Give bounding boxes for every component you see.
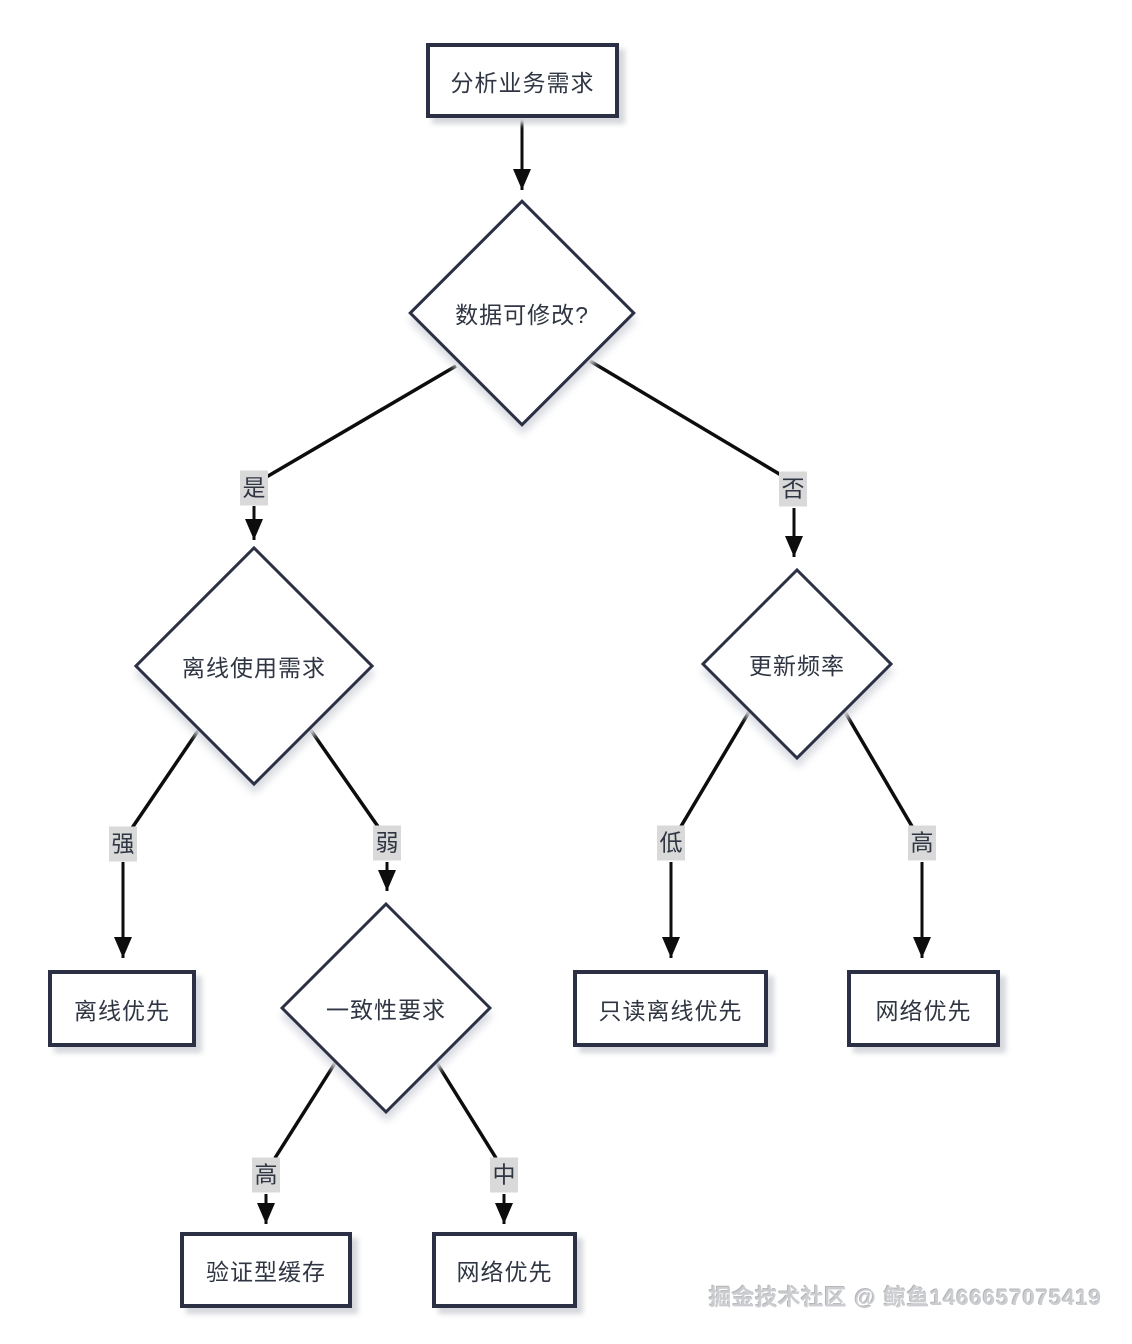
decision-offline-need-label: 离线使用需求 (182, 655, 326, 681)
node-analyze-requirements: 分析业务需求 (426, 43, 619, 118)
node-network-first-bottom: 网络优先 (432, 1232, 577, 1308)
decision-offline-need: 离线使用需求 (133, 545, 375, 787)
node-network-first-right: 网络优先 (847, 970, 1000, 1047)
edge-modifiable-yes-branch (262, 364, 457, 481)
edge-update-freq-high-branch (843, 711, 915, 829)
branch-label-medium: 中 (490, 1157, 518, 1193)
node-validate-cache-label: 验证型缓存 (206, 1259, 326, 1285)
node-offline-first: 离线优先 (48, 970, 196, 1047)
node-validate-cache: 验证型缓存 (180, 1232, 352, 1308)
node-offline-first-label: 离线优先 (74, 997, 170, 1024)
edge-offline-need-weak-branch (301, 717, 381, 830)
edge-update-freq-low-branch (678, 711, 751, 829)
decision-data-modifiable: 数据可修改? (408, 198, 636, 428)
branch-label-no: 否 (779, 471, 807, 507)
decision-update-frequency: 更新频率 (700, 567, 894, 761)
branch-label-yes: 是 (240, 470, 268, 506)
decision-consistency-label: 一致性要求 (326, 997, 446, 1023)
edge-modifiable-no-branch (589, 359, 787, 480)
decision-data-modifiable-label: 数据可修改? (455, 302, 589, 328)
edge-offline-need-strong-branch (130, 718, 208, 829)
decision-consistency: 一致性要求 (279, 899, 493, 1117)
node-analyze-requirements-label: 分析业务需求 (450, 69, 595, 96)
node-network-first-bottom-label: 网络优先 (456, 1259, 553, 1285)
node-readonly-offline-first: 只读离线优先 (573, 970, 768, 1047)
watermark-text: 掘金技术社区 @ 鲸鱼1466657075419 (709, 1285, 1102, 1310)
edge-consistency-high-branch (273, 1059, 339, 1159)
decision-update-frequency-label: 更新频率 (749, 653, 845, 679)
branch-label-low: 低 (657, 825, 685, 861)
node-network-first-right-label: 网络优先 (875, 997, 972, 1024)
branch-label-high-right: 高 (908, 825, 936, 861)
node-readonly-offline-first-label: 只读离线优先 (598, 997, 743, 1024)
branch-label-weak: 弱 (373, 825, 401, 861)
branch-label-strong: 强 (109, 826, 137, 862)
edge-consistency-medium-branch (433, 1059, 498, 1159)
branch-label-high-bottom: 高 (252, 1157, 280, 1193)
